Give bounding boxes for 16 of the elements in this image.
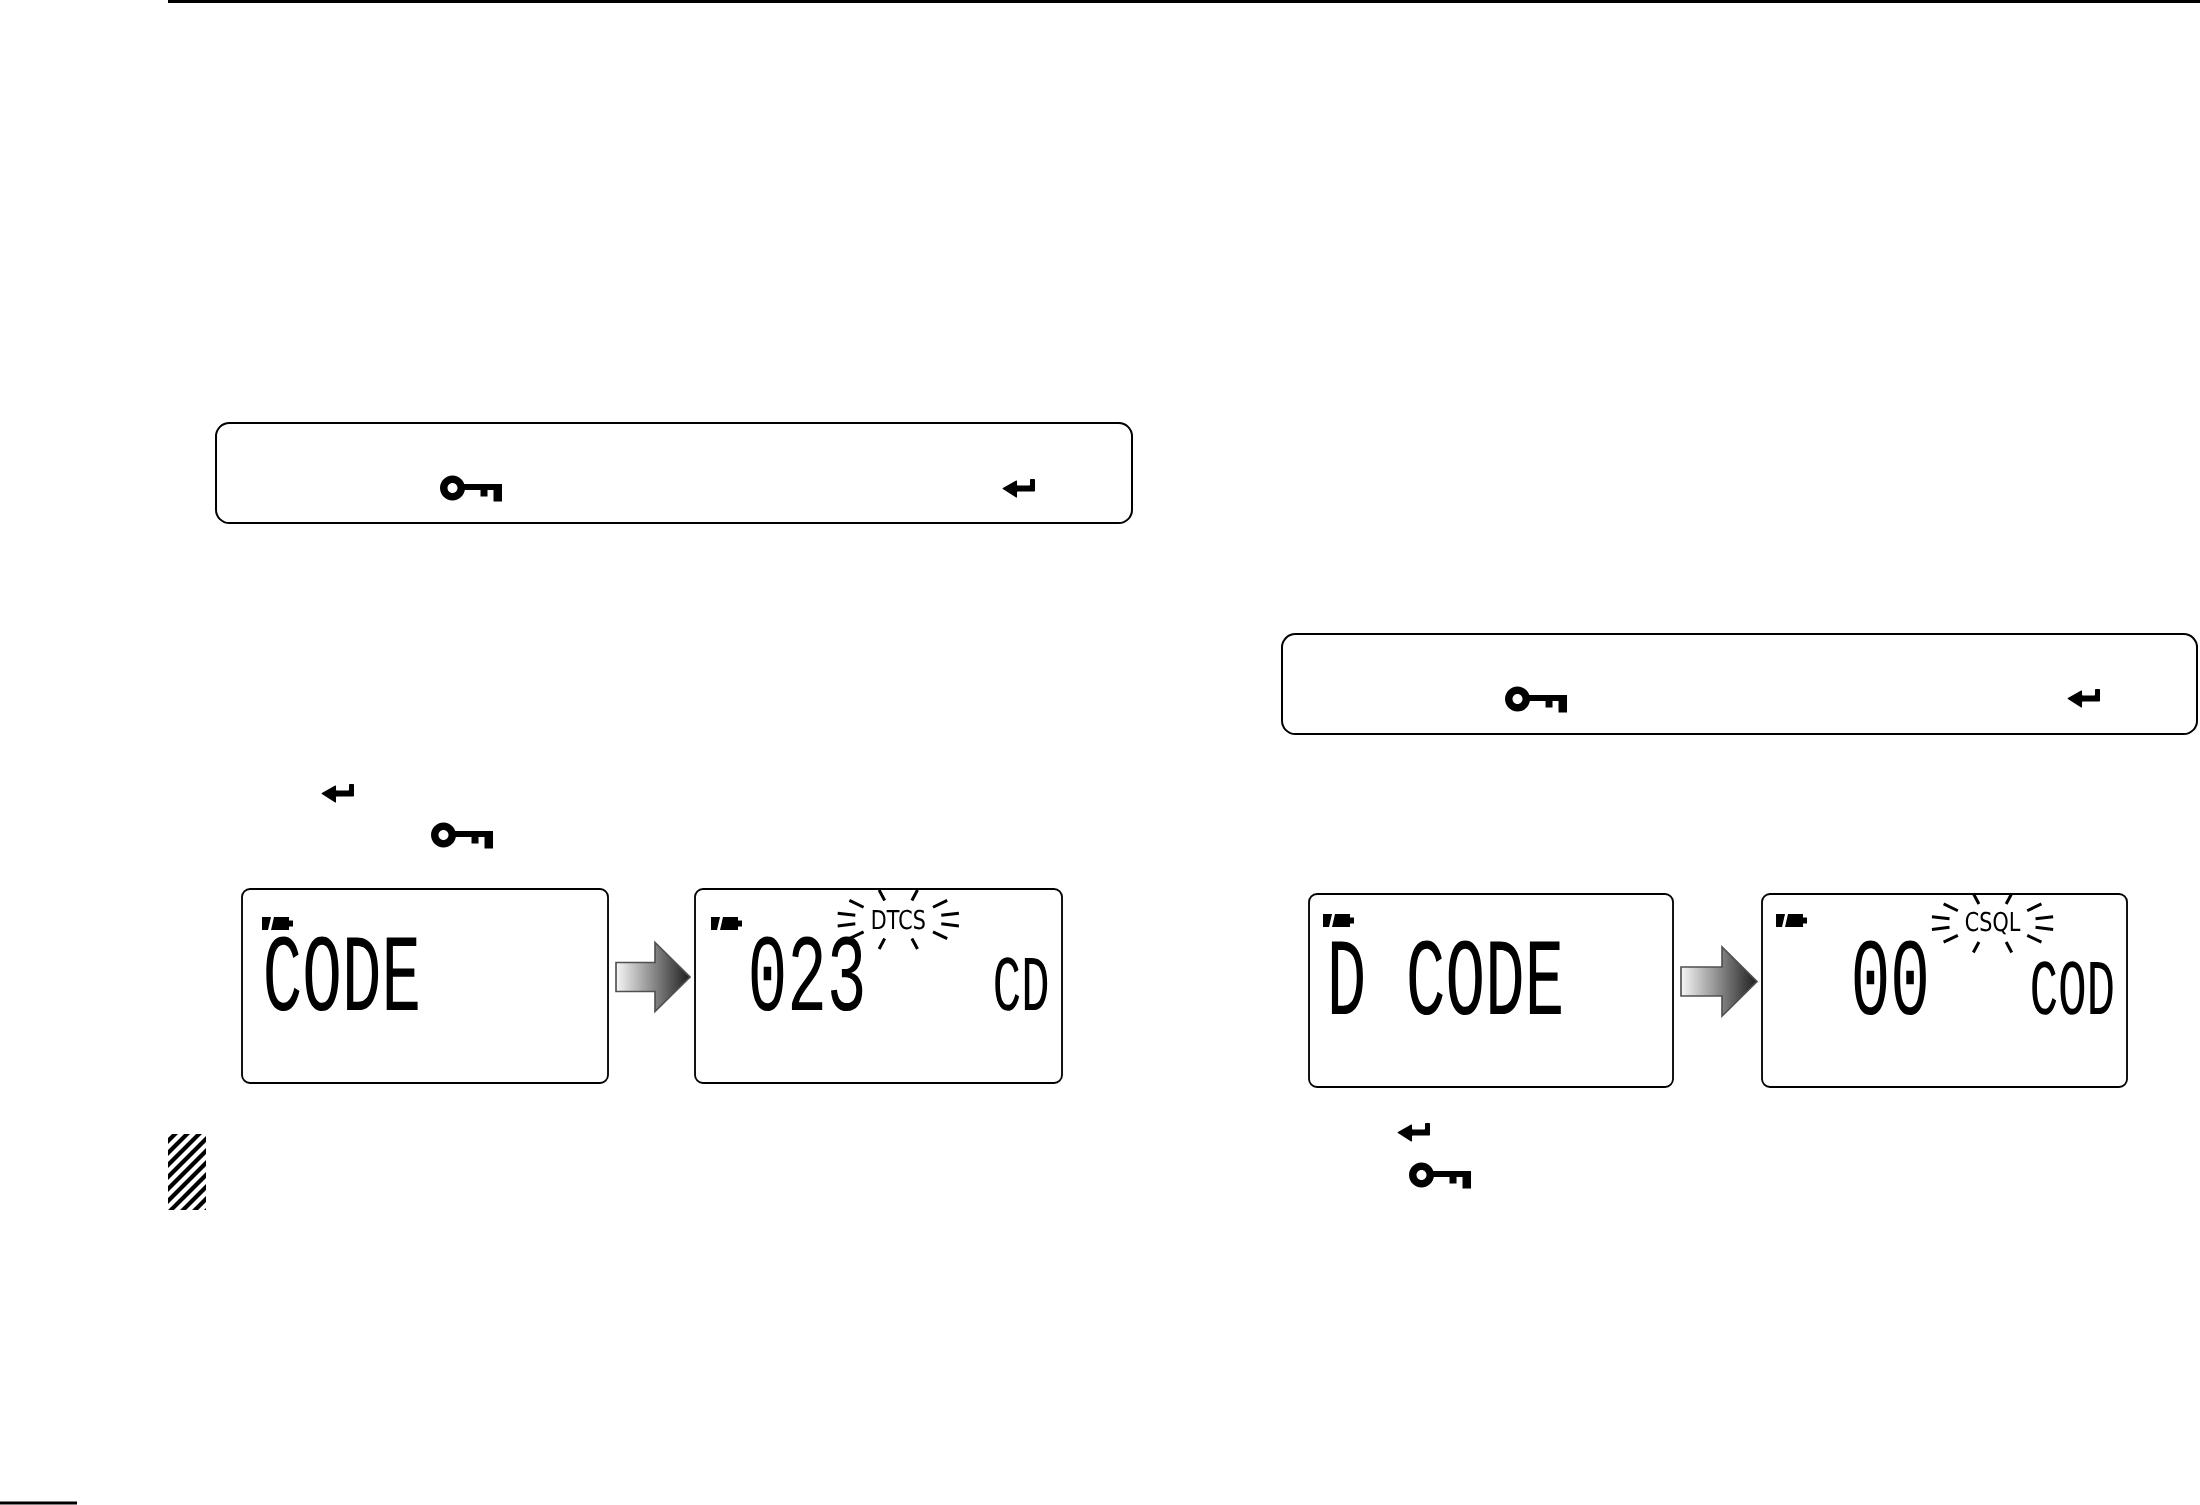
indicator-label: CSQL [1965, 911, 2021, 935]
block-arrow [615, 940, 692, 1014]
lcd-readout: CD [995, 957, 1048, 1011]
lcd-readout: 023 [751, 936, 863, 1012]
notice-box [215, 422, 1133, 524]
lcd-screen [1308, 893, 1674, 1088]
lcd-screen [241, 888, 609, 1084]
notice-box [1281, 633, 2198, 735]
lcd-readout: COD [2032, 961, 2113, 1015]
lcd-screen [694, 888, 1063, 1084]
lcd-screen [1761, 892, 2128, 1088]
lcd-readout: 00 [1854, 940, 1926, 1016]
indicator-label: DTCS [872, 909, 925, 930]
block-arrow [1680, 945, 1759, 1018]
lcd-readout: D CODE [1331, 940, 1561, 1016]
lcd-readout: CODE [266, 936, 418, 1012]
